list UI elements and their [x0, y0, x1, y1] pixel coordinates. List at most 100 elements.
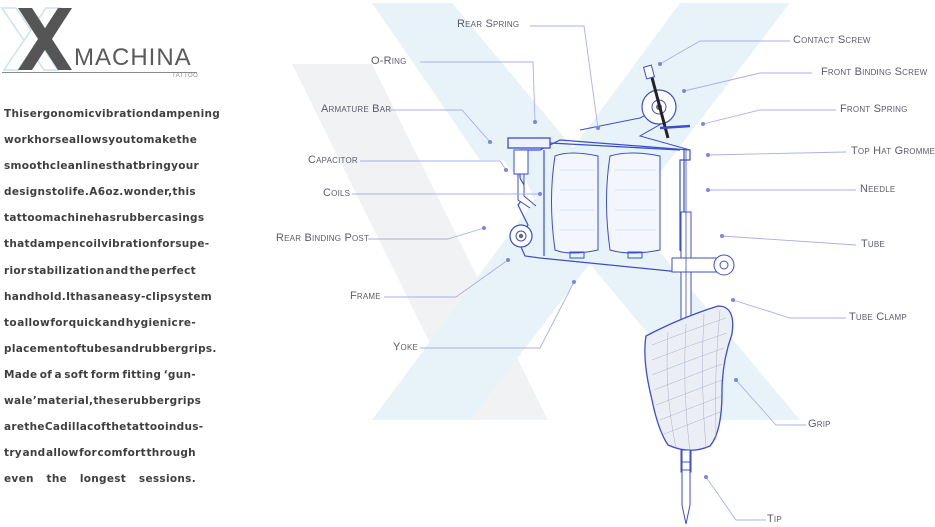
description-word: form [90, 368, 120, 381]
description-word: to [4, 316, 17, 329]
description-word: placement [4, 342, 69, 355]
label-tube: Tube [861, 238, 885, 250]
description-word: even [4, 473, 34, 486]
description-word: dampening [151, 108, 221, 120]
description-word: and [22, 447, 46, 460]
description-word: lines [82, 160, 113, 173]
description-word: the [24, 421, 45, 434]
x-logo-mark [0, 7, 72, 71]
description-word: quick [68, 316, 102, 329]
description-word: that [4, 238, 30, 251]
label-rear-binding-post: Rear Binding Post [276, 232, 370, 244]
description-word: rubber [139, 342, 181, 355]
description-word: for [50, 316, 69, 329]
description-word: It [66, 290, 76, 303]
description-word: for [79, 447, 98, 460]
description-word: through [146, 447, 196, 460]
description-word: the [176, 134, 198, 147]
logo-rule [2, 72, 197, 73]
coils-drawing [551, 152, 661, 254]
contact-screw-drawing [642, 64, 691, 139]
description-word: rior [4, 264, 27, 277]
description-word: and [102, 316, 126, 329]
description-word: ergonomic [29, 108, 95, 120]
label-top-hat-grommet: Top Hat Grommet [851, 145, 935, 157]
description-word: rubber [116, 212, 158, 225]
capacitor-drawing [513, 149, 537, 209]
description-word: to [130, 134, 144, 147]
description-word: the [46, 473, 68, 486]
description-word: this [172, 186, 196, 199]
rear-binding-post-drawing [509, 224, 533, 248]
label-capacitor: Capacitor [308, 154, 358, 166]
description-word: of [39, 368, 53, 381]
logo-wordmark: MACHINA [74, 44, 192, 71]
label-grip: Grip [808, 418, 831, 430]
grip-drawing [644, 305, 734, 453]
description-word: workhorse [4, 134, 70, 147]
description-word: of [68, 342, 82, 355]
description-word: your [171, 160, 200, 173]
description-word: of [93, 421, 107, 434]
description-word: life. [64, 186, 90, 199]
description-word: you [108, 134, 131, 147]
description-word: hand [4, 290, 35, 303]
description-word: allows [69, 134, 109, 147]
description-word: casings [157, 212, 205, 225]
label-o-ring: O-Ring [371, 55, 407, 67]
description-word: oz. [105, 186, 124, 199]
description-word: hold. [34, 290, 67, 303]
description-word: allow [45, 447, 79, 460]
label-front-spring: Front Spring [840, 103, 908, 115]
label-yoke: Yoke [393, 341, 419, 353]
yoke-drawing [569, 251, 643, 259]
label-front-binding-screw: Front Binding Screw [821, 66, 928, 78]
description-word: allow [17, 316, 50, 329]
description-word: the [129, 264, 151, 277]
machina-logo: MACHINA TATTOO [0, 0, 205, 85]
description-word: A [89, 186, 98, 199]
description-word: hygienic [125, 316, 179, 329]
logo-subtitle: TATTOO [172, 73, 199, 79]
description-word: has [75, 290, 98, 303]
description-word: tubes [81, 342, 117, 355]
description-word: fitting [122, 368, 162, 381]
description-word: rubber [127, 395, 170, 408]
description-word: system [167, 290, 213, 303]
description-word: grips [169, 395, 202, 408]
description-word: 6 [97, 186, 106, 199]
label-rear-spring: Rear Spring [457, 18, 520, 30]
description-word: smooth [4, 160, 50, 173]
description-word: sessions. [138, 473, 196, 486]
description-word: an [97, 290, 113, 303]
description-word: are [4, 421, 25, 434]
label-armature-bar: Armature Bar [321, 103, 392, 115]
description-word: the [106, 421, 127, 434]
leader-lines [352, 25, 857, 521]
description-word: machine [42, 212, 95, 225]
description-word: has [94, 212, 117, 225]
tip-drawing [681, 449, 691, 525]
description-word: tattoo [4, 212, 43, 225]
description-word: for [157, 238, 176, 251]
description-word: supe- [175, 238, 210, 251]
description-word: bring [138, 160, 172, 173]
description-word: indus- [164, 421, 204, 434]
description-word: comfort [97, 447, 146, 460]
description-word: easy-clip [112, 290, 168, 303]
label-tube-clamp: Tube Clamp [849, 311, 907, 323]
